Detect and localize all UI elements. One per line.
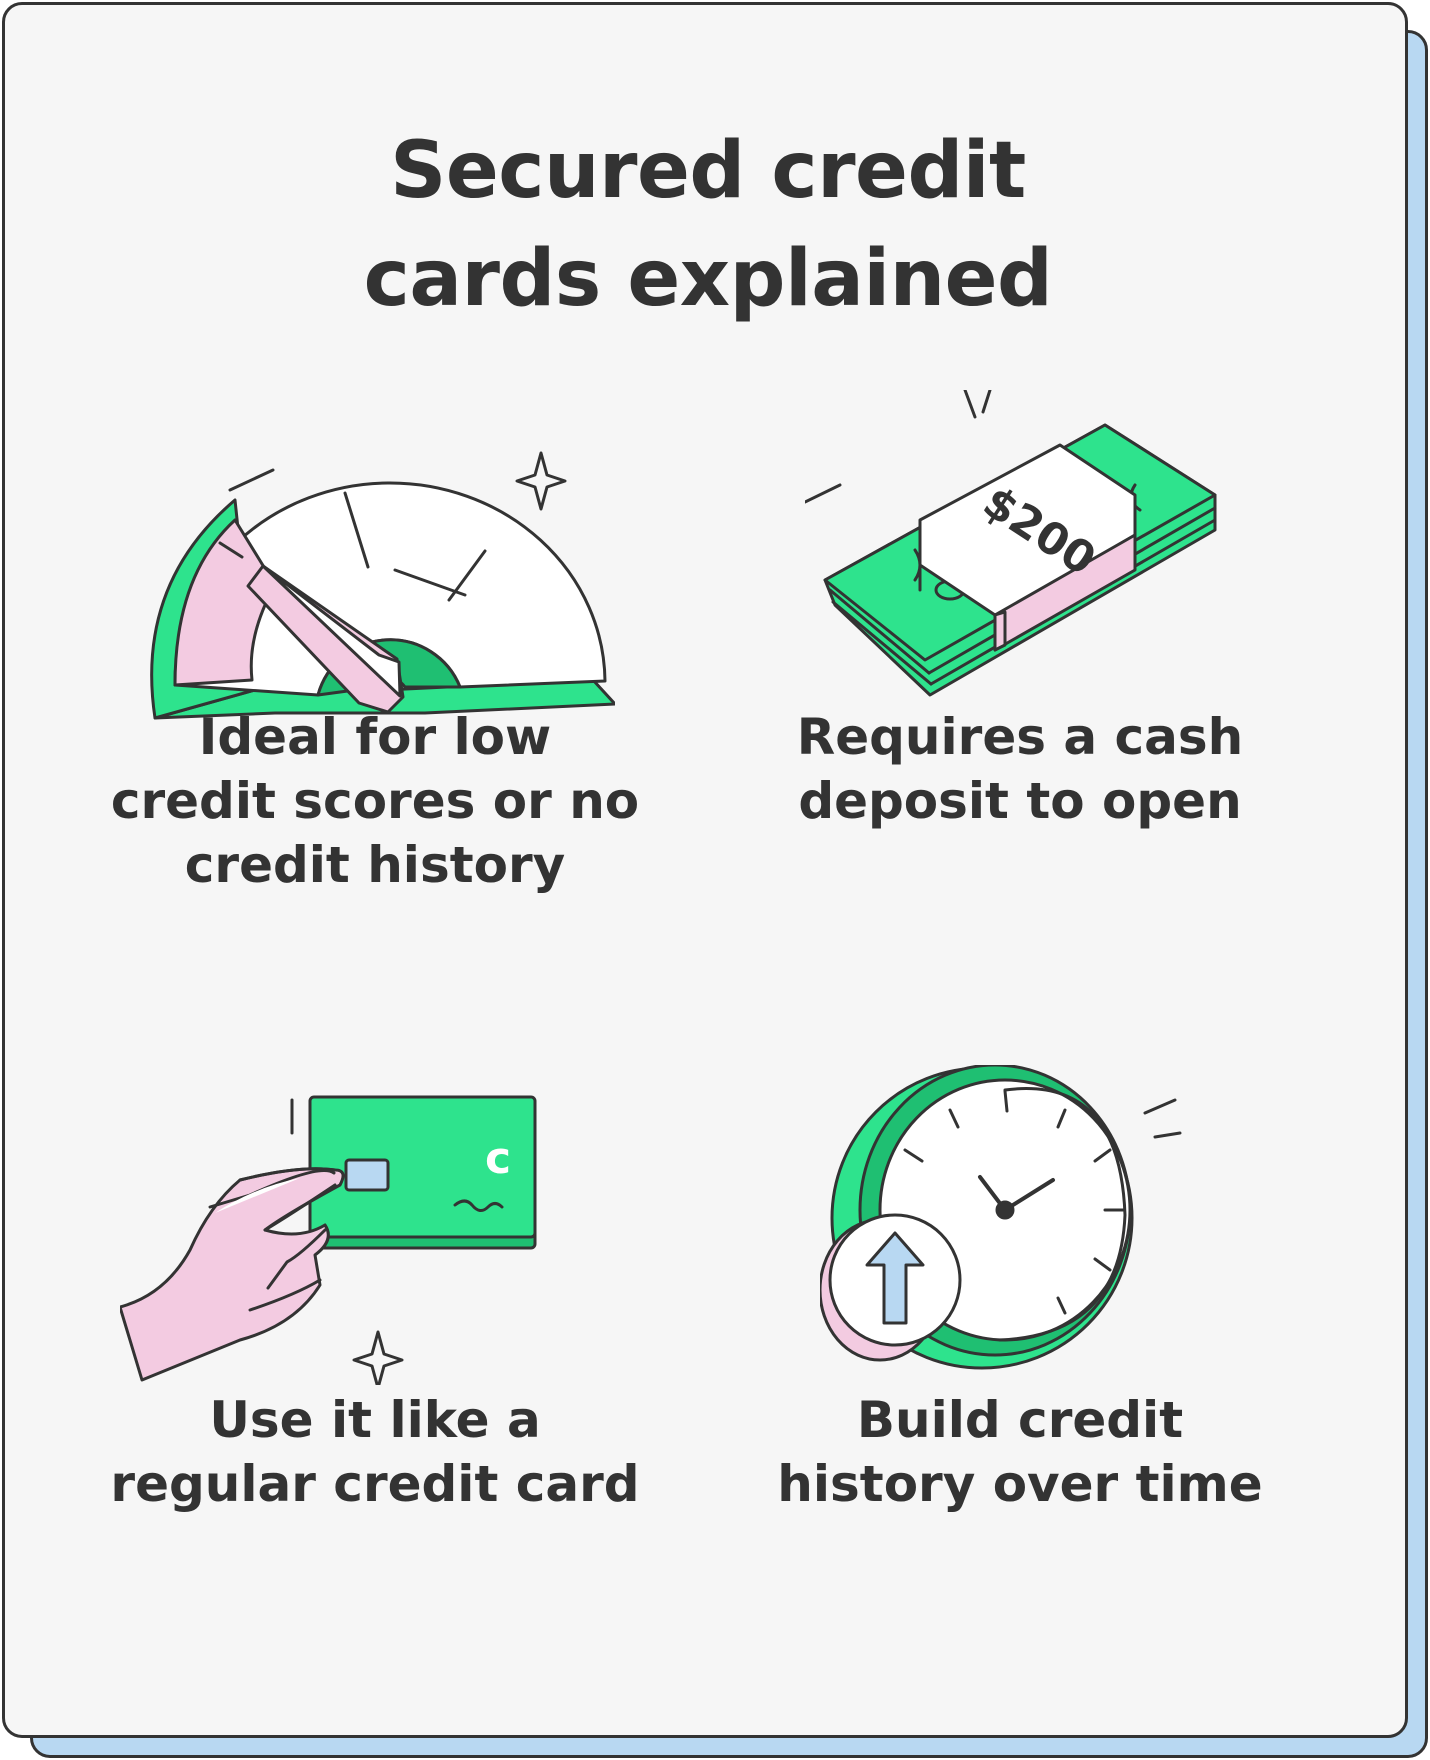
caption-line: Use it like a [209,1391,541,1449]
caption-line: history over time [777,1455,1263,1513]
card-logo: c [485,1133,511,1184]
caption-line: Requires a cash [796,708,1244,766]
cash-stack-icon: $200 [805,390,1217,697]
title-line-1: Secured credit [390,126,1026,216]
hand-holding-card-icon: c [120,1095,537,1385]
caption-ideal-for-low-credit: Ideal for low credit scores or no credit… [85,705,665,897]
caption-line: deposit to open [798,772,1242,830]
caption-build-credit-history: Build credit history over time [745,1388,1295,1516]
title-line-2: cards explained [363,234,1053,324]
caption-requires-cash-deposit: Requires a cash deposit to open [745,705,1295,833]
caption-line: Ideal for low [198,708,552,766]
speedometer-icon [150,451,615,720]
caption-use-like-regular-card: Use it like a regular credit card [85,1388,665,1516]
caption-line: credit scores or no [110,772,640,830]
infographic-card: Secured credit cards explained [2,2,1408,1738]
caption-line: Build credit [856,1391,1184,1449]
clock-arrow-up-icon [820,1065,1182,1370]
page-title: Secured credit cards explained [5,117,1411,333]
caption-line: regular credit card [110,1455,640,1513]
caption-line: credit history [184,836,566,894]
